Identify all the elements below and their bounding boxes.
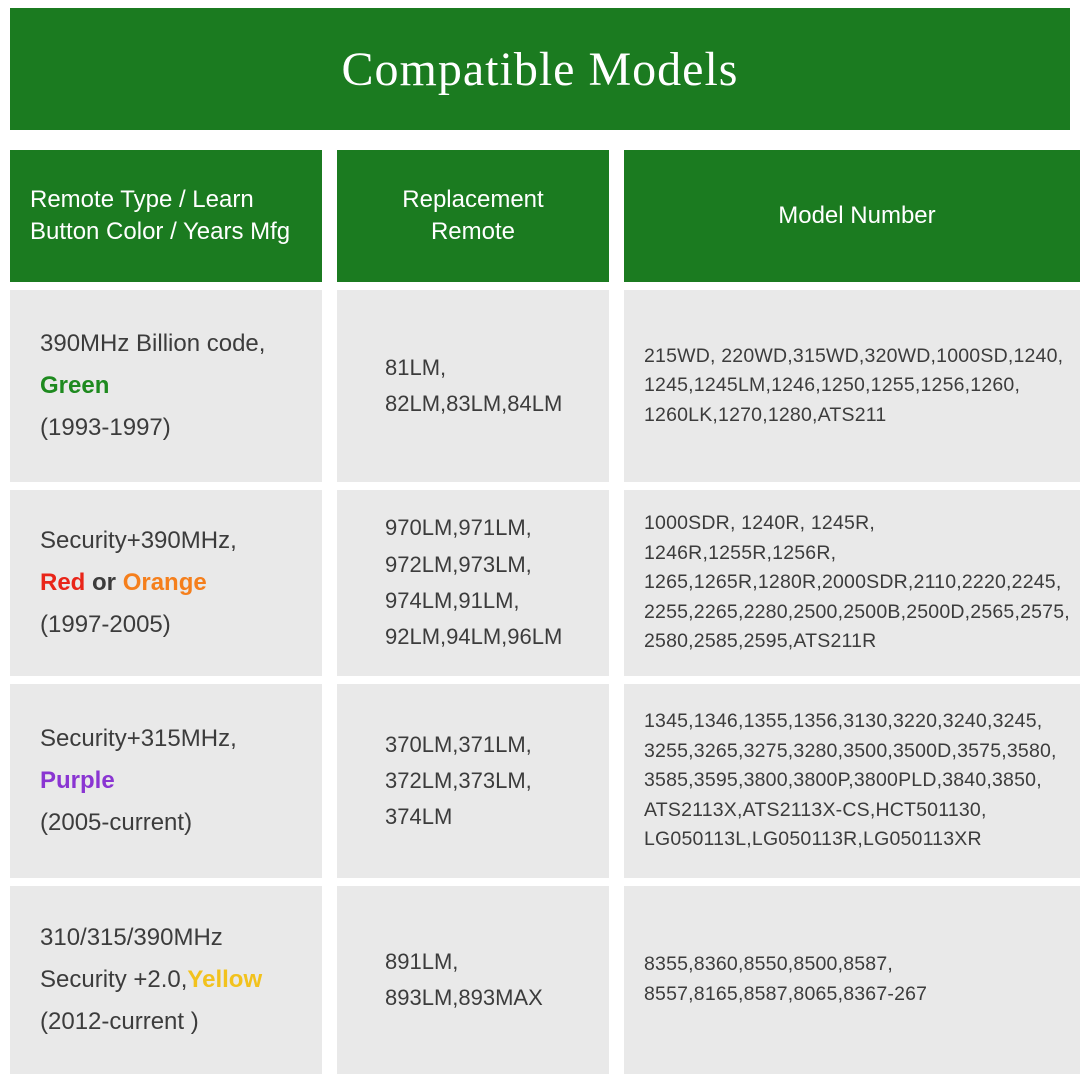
row-3-model-cell: 8355,8360,8550,8500,8587, 8557,8165,8587… <box>624 886 1080 1074</box>
row-1-type-cell: Security+390MHz, Red or Orange (1997-200… <box>10 490 322 676</box>
row-1-color-word-1: Red <box>40 569 86 596</box>
row-1-color-word-2: Orange <box>122 569 207 596</box>
row-1-remote-list: 970LM,971LM, 972LM,973LM, 974LM,91LM, 92… <box>385 515 563 650</box>
row-1-conjunction: or <box>85 569 123 596</box>
row-0-model-list: 215WD, 220WD,315WD,320WD,1000SD,1240, 12… <box>644 344 1064 426</box>
compatibility-table: Remote Type / Learn Button Color / Years… <box>10 150 1080 1074</box>
row-3-years: (2012-current ) <box>40 1008 199 1035</box>
row-0-model-cell: 215WD, 220WD,315WD,320WD,1000SD,1240, 12… <box>624 290 1080 482</box>
row-3-remote-cell: 891LM, 893LM,893MAX <box>337 886 609 1074</box>
title-banner: Compatible Models <box>10 8 1070 130</box>
header-replacement-remote: Replacement Remote <box>337 150 609 282</box>
row-3-type-cell: 310/315/390MHz Security +2.0,Yellow (201… <box>10 886 322 1074</box>
row-2-remote-list: 370LM,371LM, 372LM,373LM, 374LM <box>385 731 532 830</box>
row-2-color-line: Purple <box>40 767 322 795</box>
row-1-model-list: 1000SDR, 1240R, 1245R, 1246R,1255R,1256R… <box>644 511 1070 653</box>
row-2-years: (2005-current) <box>40 809 193 836</box>
page-title: Compatible Models <box>341 42 739 96</box>
header-model-number-label: Model Number <box>778 201 936 229</box>
row-1-type-line1: Security+390MHz, <box>40 527 237 554</box>
row-2-model-list: 1345,1346,1355,1356,3130,3220,3240,3245,… <box>644 709 1057 851</box>
row-1-color-line: Red or Orange <box>40 569 322 597</box>
row-0-color-word: Green <box>40 372 110 399</box>
row-1-model-cell: 1000SDR, 1240R, 1245R, 1246R,1255R,1256R… <box>624 490 1080 676</box>
row-0-type-cell: 390MHz Billion code, Green (1993-1997) <box>10 290 322 482</box>
row-3-color-word: Yellow <box>187 966 263 993</box>
header-remote-type: Remote Type / Learn Button Color / Years… <box>10 150 322 282</box>
row-1-remote-cell: 970LM,971LM, 972LM,973LM, 974LM,91LM, 92… <box>337 490 609 676</box>
header-replacement-remote-label: Replacement Remote <box>402 185 544 245</box>
row-3-type-line1: 310/315/390MHz <box>40 924 223 951</box>
row-1-years: (1997-2005) <box>40 611 171 638</box>
row-2-type-line1: Security+315MHz, <box>40 725 237 752</box>
row-3-model-list: 8355,8360,8550,8500,8587, 8557,8165,8587… <box>644 953 928 1005</box>
row-0-type-line1: 390MHz Billion code, <box>40 330 266 357</box>
row-2-remote-cell: 370LM,371LM, 372LM,373LM, 374LM <box>337 684 609 878</box>
row-3-remote-list: 891LM, 893LM,893MAX <box>385 948 543 1010</box>
row-2-model-cell: 1345,1346,1355,1356,3130,3220,3240,3245,… <box>624 684 1080 878</box>
row-3-type-line2-prefix: Security +2.0, <box>40 966 188 993</box>
row-0-remote-list: 81LM, 82LM,83LM,84LM <box>385 354 563 416</box>
header-remote-type-label: Remote Type / Learn Button Color / Years… <box>30 185 291 245</box>
row-2-type-cell: Security+315MHz, Purple (2005-current) <box>10 684 322 878</box>
row-0-years: (1993-1997) <box>40 414 171 441</box>
row-0-color-line: Green <box>40 372 322 400</box>
row-0-remote-cell: 81LM, 82LM,83LM,84LM <box>337 290 609 482</box>
header-model-number: Model Number <box>624 150 1080 282</box>
row-3-color-line: Security +2.0,Yellow <box>40 966 322 994</box>
row-2-color-word: Purple <box>40 767 115 794</box>
